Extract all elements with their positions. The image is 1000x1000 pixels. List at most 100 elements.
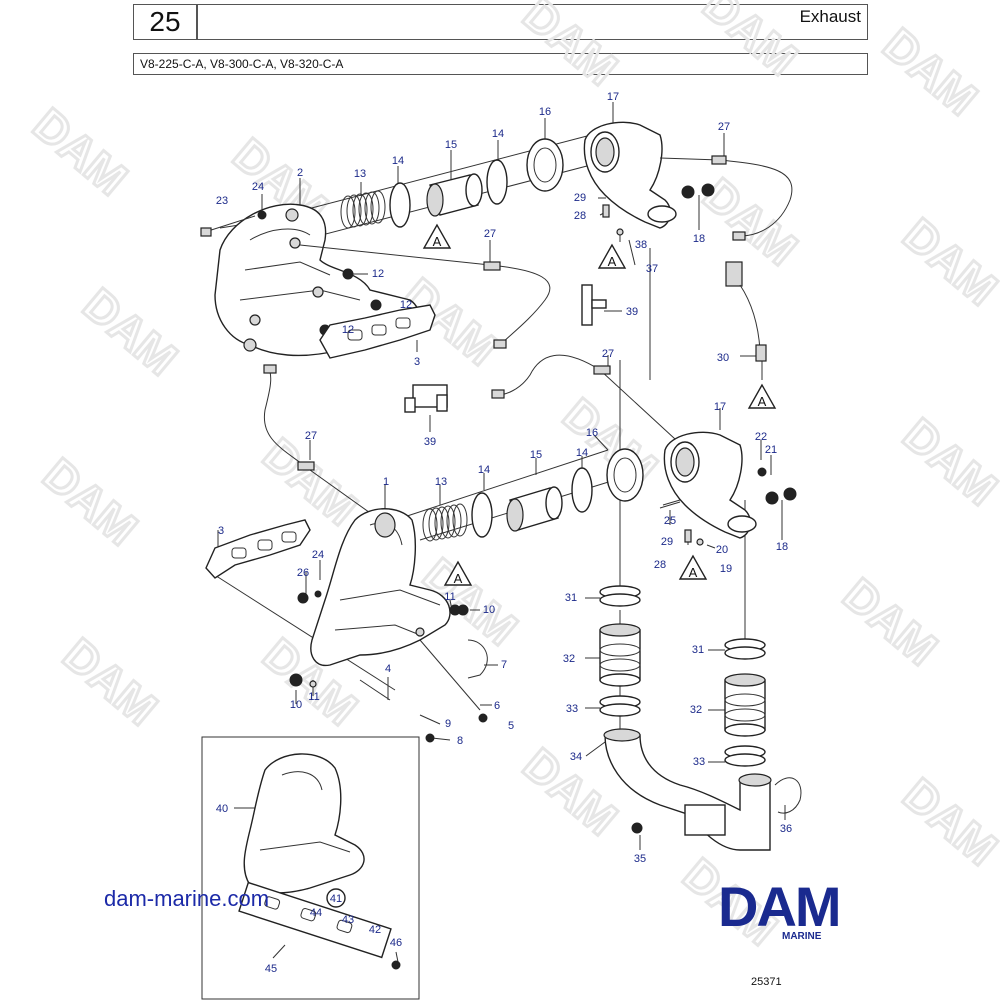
page-title: Exhaust — [799, 7, 861, 26]
fitting-39-lower — [404, 384, 448, 413]
bellows-upper — [340, 190, 386, 229]
brand-logo-subtitle: MARINE — [782, 931, 822, 942]
callout-33: 33 — [693, 756, 705, 768]
callout-23: 23 — [216, 195, 228, 207]
callout-33: 33 — [566, 703, 578, 715]
sensor-cable-upper-left — [299, 244, 551, 349]
callout-14: 14 — [576, 447, 588, 459]
section-number: 25 — [133, 4, 197, 40]
callout-22: 22 — [755, 431, 767, 443]
callout-8: 8 — [457, 735, 463, 747]
callout-13: 13 — [435, 476, 447, 488]
callout-12: 12 — [400, 299, 412, 311]
watermark: DAM — [24, 98, 138, 205]
callout-20: 20 — [716, 544, 728, 556]
callout-labels: 1 2 3 3 4 5 6 7 8 9 10 10 11 11 12 12 12… — [216, 91, 792, 975]
callout-27: 27 — [718, 121, 730, 133]
callout-29: 29 — [574, 192, 586, 204]
watermark: DAM — [694, 0, 808, 85]
reference-marker: A — [608, 254, 617, 269]
callout-29: 29 — [661, 536, 673, 548]
watermark: DAM — [74, 278, 188, 385]
callout-39: 39 — [424, 436, 436, 448]
callout-9: 9 — [445, 718, 451, 730]
reference-marker: A — [689, 565, 698, 580]
flange-gasket-upper — [526, 138, 564, 192]
reference-marker: A — [433, 234, 442, 249]
watermark: DAM — [34, 448, 148, 555]
small-hardware — [289, 204, 704, 743]
sensor-lead-30 — [725, 261, 767, 362]
gasket-lower — [205, 519, 311, 579]
callout-24: 24 — [252, 181, 264, 193]
website-link[interactable]: dam-marine.com — [104, 886, 270, 911]
callout-3: 3 — [414, 356, 420, 368]
callout-16: 16 — [586, 427, 598, 439]
callout-18: 18 — [776, 541, 788, 553]
reference-marker: A — [758, 394, 767, 409]
watermark: DAM — [894, 208, 1000, 315]
flange-gasket-lower — [606, 448, 644, 502]
hose-clamp-33-left — [599, 695, 641, 717]
callout-44: 44 — [310, 907, 322, 919]
callout-12: 12 — [342, 324, 354, 336]
callout-35: 35 — [634, 853, 646, 865]
callout-42: 42 — [369, 924, 381, 936]
callout-32: 32 — [690, 704, 702, 716]
callout-15: 15 — [530, 449, 542, 461]
rubber-coupling-32-left — [599, 623, 641, 687]
watermark: DAM — [894, 408, 1000, 515]
pipe-section-lower — [506, 486, 563, 532]
sensor-cable-middle — [491, 354, 701, 463]
riser-elbow-upper — [583, 121, 715, 229]
y-pipe — [603, 728, 802, 851]
callout-3: 3 — [218, 525, 224, 537]
callout-10: 10 — [290, 699, 302, 711]
callout-31: 31 — [565, 592, 577, 604]
callout-7: 7 — [501, 659, 507, 671]
callout-15: 15 — [445, 139, 457, 151]
callout-32: 32 — [563, 653, 575, 665]
callout-2: 2 — [297, 167, 303, 179]
engine-models: V8-225-C-A, V8-300-C-A, V8-320-C-A — [133, 53, 868, 75]
callout-27: 27 — [602, 348, 614, 360]
callout-43: 43 — [342, 914, 354, 926]
hose-clamp-31-left — [599, 585, 641, 607]
watermark-layer: DAM DAM DAM DAM DAM DAM DAM DAM DAM DAM … — [22, 0, 1000, 957]
callout-14: 14 — [478, 464, 490, 476]
callout-16: 16 — [539, 106, 551, 118]
watermark: DAM — [894, 768, 1000, 875]
callout-41-circle — [326, 888, 346, 908]
o-rings-lower — [471, 467, 593, 538]
callout-11: 11 — [308, 691, 319, 703]
watermark: DAM — [874, 18, 988, 125]
callout-46: 46 — [390, 937, 402, 949]
title-cell: Exhaust — [197, 4, 868, 40]
hose-clamp-33-right — [724, 745, 766, 767]
pipe-section-upper — [426, 173, 483, 217]
callout-6: 6 — [494, 700, 500, 712]
callout-17: 17 — [607, 91, 619, 103]
callout-26: 26 — [297, 567, 309, 579]
callout-34: 34 — [570, 751, 582, 763]
callout-45: 45 — [265, 963, 277, 975]
callout-10: 10 — [483, 604, 495, 616]
callout-14: 14 — [492, 128, 504, 140]
callout-12: 12 — [372, 268, 384, 280]
callout-27: 27 — [305, 430, 317, 442]
callout-27: 27 — [484, 228, 496, 240]
rubber-coupling-32-right — [724, 673, 766, 737]
callout-40: 40 — [216, 803, 228, 815]
drawing-number: 25371 — [751, 976, 782, 988]
inset-frame — [201, 736, 420, 1000]
callout-25: 25 — [664, 515, 676, 527]
hose-clamp-31-right — [724, 638, 766, 660]
callout-37: 37 — [646, 263, 658, 275]
callout-28: 28 — [574, 210, 586, 222]
callout-4: 4 — [385, 663, 391, 675]
callout-39: 39 — [626, 306, 638, 318]
sensor-cable-upper-right — [659, 155, 793, 241]
reference-markers: A A A A A — [422, 223, 777, 586]
callout-17: 17 — [714, 401, 726, 413]
